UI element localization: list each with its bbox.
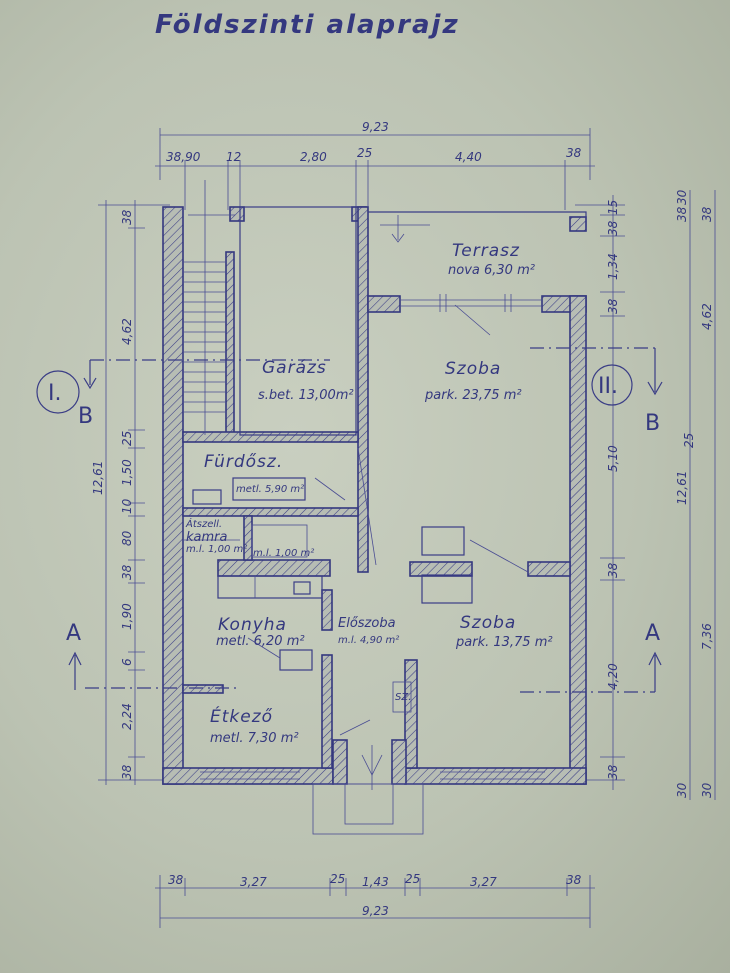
- room-kamra-area: m.l. 1,00 m²: [186, 544, 247, 555]
- section-b-right: B: [645, 411, 660, 436]
- dim-top-seg3: 2,80: [300, 150, 327, 164]
- room-konyha-name: Konyha: [218, 615, 287, 635]
- room-eloszoba-name: Előszoba: [338, 616, 396, 631]
- dim-top-seg4: 25: [357, 146, 372, 160]
- dim-left-s4: 1,50: [120, 459, 134, 486]
- interior-lines: [36, 180, 663, 835]
- dim-left-s10: 2,24: [120, 703, 134, 730]
- dim-bottom-overall: 9,23: [362, 904, 389, 918]
- top-dimensions: 9,23 38,90 12 2,80 25 4,40 38: [155, 120, 595, 210]
- dim-right-s1: 15: [606, 200, 620, 215]
- room-etkezo-area: metl. 7,30 m²: [210, 731, 299, 746]
- section-a-right: A: [645, 621, 660, 646]
- room-garazs-name: Garázs: [262, 358, 327, 378]
- dim-right-s2: 38: [606, 220, 620, 236]
- section-a-left: A: [66, 621, 81, 646]
- dim-right-s3: 1,34: [606, 253, 620, 280]
- room-etkezo-name: Étkező: [210, 705, 273, 727]
- dim-bottom-seg3: 25: [330, 872, 345, 886]
- dim-farright-d: 4,62: [700, 303, 714, 330]
- room-szoba1-name: Szoba: [445, 359, 501, 379]
- dim-right-s7: 4,20: [606, 663, 620, 690]
- room-terrasz-name: Terrasz: [452, 241, 520, 261]
- dim-right-s6: 38: [606, 562, 620, 578]
- dim-top-seg2: 12: [226, 150, 241, 164]
- room-szoba1-area: park. 23,75 m²: [424, 388, 522, 403]
- dim-right-overall: 12,61: [675, 471, 689, 505]
- room-furdo-name: Fürdősz.: [204, 452, 283, 472]
- dim-right-s4: 38: [606, 298, 620, 314]
- dim-left-s5: 10: [120, 498, 134, 514]
- walls: [162, 206, 587, 785]
- dim-left-s7: 38: [120, 564, 134, 580]
- room-eloszoba-area: m.l. 4,90 m²: [338, 635, 399, 646]
- left-dimensions: 12,61 38 4,62 25 1,50 10 80 38 1,90 6 2,…: [91, 200, 170, 785]
- dim-farright-b: 38: [675, 206, 689, 222]
- dim-left-s11: 38: [120, 764, 134, 780]
- dim-left-overall: 12,61: [91, 461, 105, 495]
- dim-farright-f: 7,36: [700, 623, 714, 650]
- section-circle-ii: [591, 364, 633, 406]
- room-kamra-name: kamra: [186, 530, 228, 545]
- dim-left-s8: 1,90: [120, 603, 134, 630]
- room-furdo-area: metl. 5,90 m²: [236, 484, 304, 495]
- dim-top-seg1: 38,90: [166, 150, 201, 164]
- dim-top-seg5: 4,40: [455, 150, 482, 164]
- dim-left-s6: 80: [120, 530, 134, 546]
- section-label-i: I.: [48, 381, 61, 406]
- dim-right-s5: 5,10: [606, 445, 620, 472]
- dim-left-s9: 6: [120, 658, 134, 666]
- dim-bottom-seg6: 3,27: [470, 875, 497, 889]
- dim-right-s8: 38: [606, 764, 620, 780]
- room-atszell-name: Átszell.: [185, 517, 222, 530]
- room-garazs-area: s.bet. 13,00m²: [258, 388, 354, 403]
- dim-farright-a: 30: [675, 189, 689, 205]
- dim-left-s2: 4,62: [120, 318, 134, 345]
- drawing-title: Földszinti alaprajz: [155, 10, 460, 40]
- dim-bottom-seg5: 25: [405, 872, 420, 886]
- dim-bottom-seg4: 1,43: [362, 875, 389, 889]
- section-circle-i: [36, 370, 80, 414]
- room-sz-label: SZ.: [395, 692, 411, 703]
- dim-bottom-seg1: 38: [168, 873, 184, 887]
- room-wc-area: m.l. 1,00 m²: [253, 548, 314, 559]
- room-terrasz-area: nova 6,30 m²: [448, 263, 535, 278]
- room-szoba2-name: Szoba: [460, 613, 516, 633]
- dim-farright-e: 25: [682, 433, 696, 448]
- dim-top-overall: 9,23: [362, 120, 389, 134]
- dim-left-s1: 38: [120, 209, 134, 225]
- section-label-ii: II.: [598, 374, 618, 399]
- right-dimensions: 15 38 1,34 38 5,10 38 4,20 38 12,61 30 3…: [575, 189, 716, 800]
- section-b-left: B: [78, 404, 93, 429]
- dim-farright-h: 30: [700, 782, 714, 798]
- bottom-dimensions: 38 3,27 25 1,43 25 3,27 38 9,23: [155, 872, 595, 928]
- dim-farright-c: 38: [700, 206, 714, 222]
- room-konyha-area: metl. 6,20 m²: [216, 634, 305, 649]
- room-szoba2-area: park. 13,75 m²: [455, 635, 553, 650]
- dim-farright-g: 30: [675, 782, 689, 798]
- dim-bottom-seg2: 3,27: [240, 875, 267, 889]
- dim-left-s3: 25: [120, 431, 134, 446]
- dim-bottom-seg7: 38: [566, 873, 582, 887]
- dim-top-seg6: 38: [566, 146, 582, 160]
